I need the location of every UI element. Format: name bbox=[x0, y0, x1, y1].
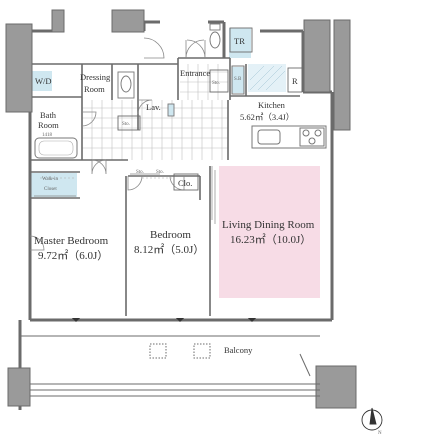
washbasin bbox=[117, 71, 175, 117]
sb-label: S.B bbox=[234, 77, 242, 82]
north-label: N bbox=[378, 431, 382, 436]
toilet bbox=[209, 23, 221, 49]
bathtub-inner bbox=[38, 140, 74, 156]
living-dining-label: Living Dining Room bbox=[222, 219, 315, 231]
dressing-label-2: Room bbox=[84, 84, 105, 94]
living-dining-area: 16.23㎡（10.0J） bbox=[230, 233, 311, 246]
tr-zone bbox=[229, 28, 251, 58]
wd-zone bbox=[31, 71, 52, 91]
balcony-label: Balcony bbox=[224, 345, 253, 355]
pillars bbox=[5, 9, 357, 409]
doors bbox=[29, 37, 206, 251]
walkin-label-1: Walk-in bbox=[42, 177, 58, 182]
kitchen-counter bbox=[251, 125, 327, 149]
wd-label: W/D bbox=[35, 76, 52, 86]
clo-label: Clo. bbox=[178, 178, 192, 188]
interior-walls bbox=[30, 57, 300, 316]
walkin-zone bbox=[30, 173, 77, 197]
label-boxes bbox=[117, 27, 303, 191]
sto-bath-label: Sto. bbox=[122, 122, 130, 127]
bath-label-2: Room bbox=[38, 120, 59, 130]
living-dining-highlight bbox=[219, 166, 320, 298]
master-bedroom-label: Master Bedroom bbox=[34, 235, 109, 247]
kitchen-label: Kitchen bbox=[258, 100, 286, 110]
sto-entry-label: Sto. bbox=[212, 81, 220, 86]
sto-mid-b-label: Sto. bbox=[156, 170, 164, 175]
dressing-label-1: Dressing bbox=[80, 72, 111, 82]
bedroom-label: Bedroom bbox=[150, 229, 191, 241]
sliding-doors bbox=[34, 166, 216, 224]
lav-label: Lav. bbox=[146, 102, 161, 112]
entrance-label: Entrance bbox=[180, 68, 210, 78]
tr-label: TR bbox=[234, 36, 245, 46]
bath-label-1: Bath bbox=[40, 110, 57, 120]
kitchen-tile-zone bbox=[248, 64, 286, 92]
walkin-label-2: Closet bbox=[44, 187, 57, 192]
kitchen-area: 5.62㎡（3.4J） bbox=[240, 112, 294, 122]
refrigerator-label: R bbox=[292, 76, 298, 86]
bathtub bbox=[34, 137, 78, 159]
balcony bbox=[20, 335, 320, 397]
kitchen-tiles bbox=[249, 65, 286, 91]
compass bbox=[361, 407, 383, 431]
window-markers bbox=[72, 318, 256, 322]
sto-mid-a-label: Sto. bbox=[136, 170, 144, 175]
sb-zone bbox=[232, 67, 244, 93]
bedroom-area: 8.12㎡（5.0J） bbox=[134, 243, 204, 256]
bath-label-3: 1418 bbox=[42, 133, 53, 138]
master-bedroom-area: 9.72㎡（6.0J） bbox=[38, 249, 108, 262]
